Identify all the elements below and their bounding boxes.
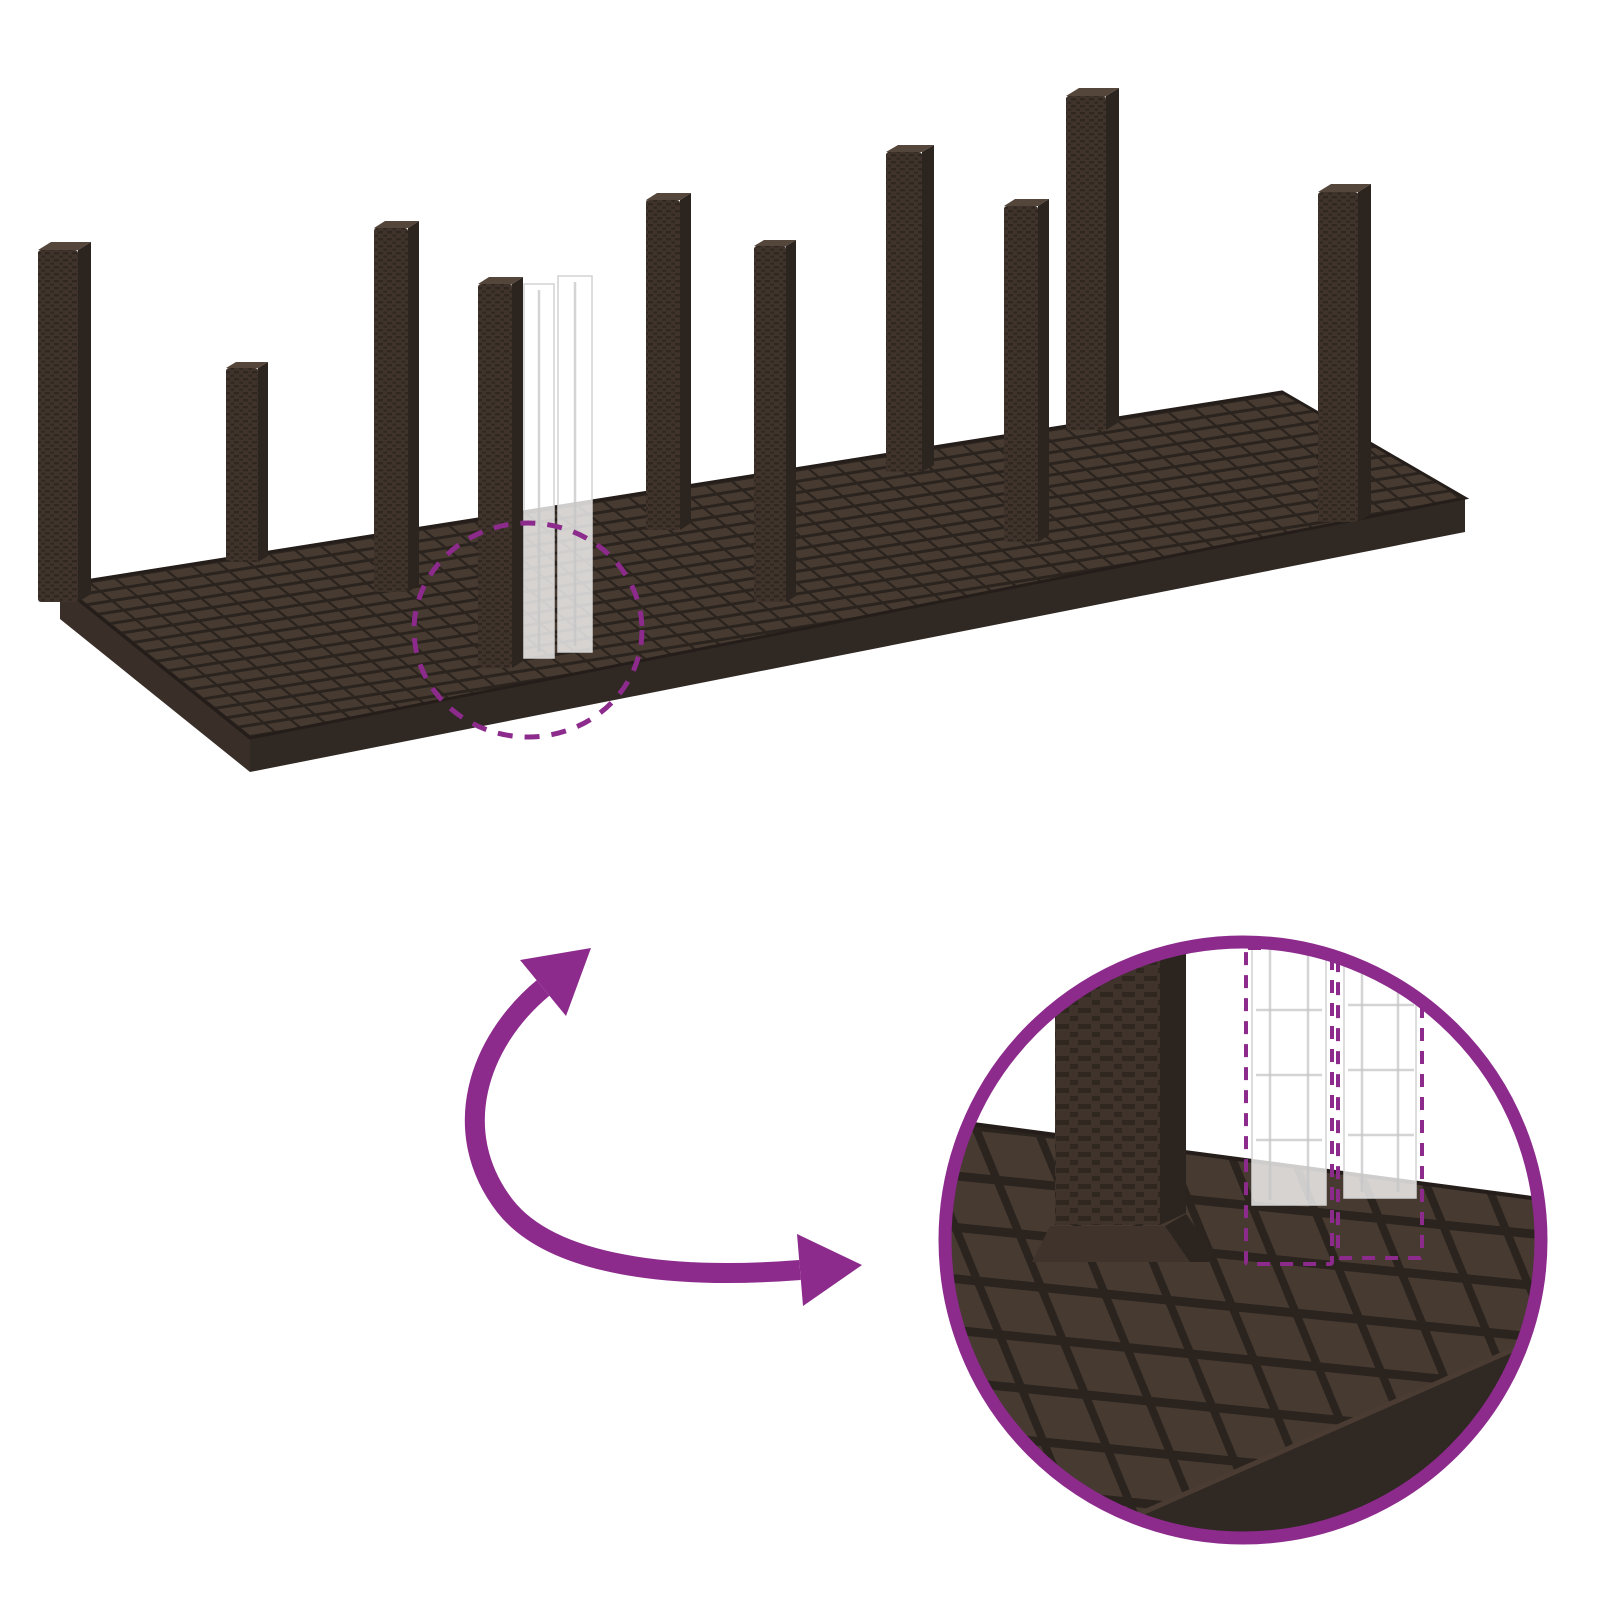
support-peg-2 [226, 362, 268, 562]
base-left-face [60, 585, 250, 772]
support-peg-6 [646, 193, 691, 530]
zoom-arrow-shaft [464, 980, 801, 1283]
support-peg-4-highlighted [478, 277, 523, 668]
ghost-part [523, 275, 593, 659]
zoom-arrow-head-bottom [797, 1234, 862, 1306]
support-peg-8 [886, 145, 934, 472]
zoom-inset-border [938, 935, 1548, 1545]
zoom-inset [938, 935, 1548, 1545]
base-top-edge [56, 390, 1470, 740]
inset-ghost-part-a [1251, 944, 1327, 1206]
support-peg-7 [754, 240, 796, 602]
support-peg-1 [38, 242, 91, 602]
support-peg-10 [1066, 88, 1119, 430]
support-peg-11 [1318, 184, 1371, 522]
zoom-arrow-head-top [520, 948, 591, 1016]
inset-slot-outline-b [1336, 946, 1424, 1260]
support-peg-9 [1004, 199, 1049, 542]
support-peg-3 [374, 221, 419, 592]
inset-ghost-part-b [1343, 944, 1417, 1199]
base-front-face [250, 498, 1465, 772]
highlight-circle [411, 520, 645, 740]
inset-peg [1032, 944, 1212, 1262]
inset-slot-outline-a [1244, 946, 1334, 1266]
zoom-arrow [464, 948, 862, 1306]
